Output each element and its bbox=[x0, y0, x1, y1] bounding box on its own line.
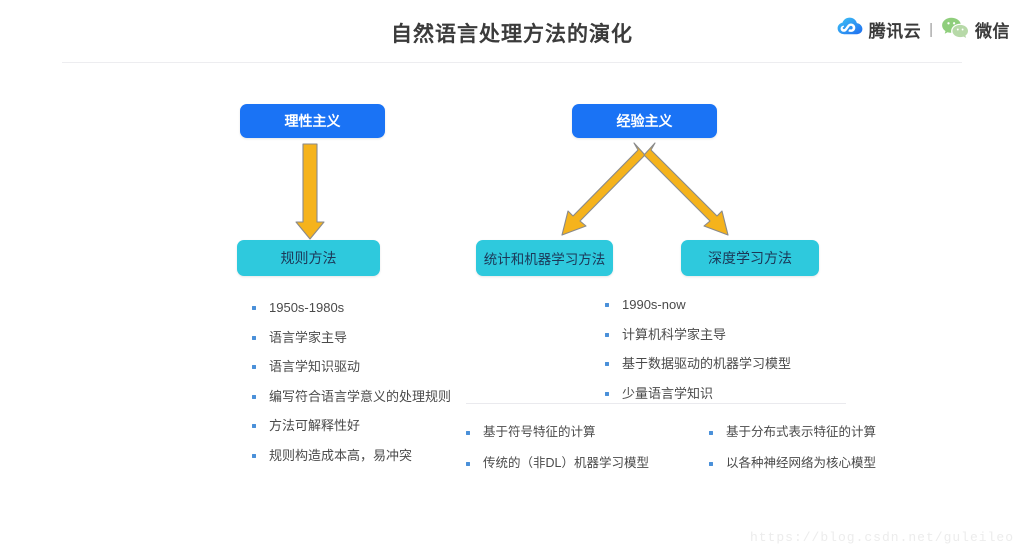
empirical-bullet-list: 1990s-now 计算机科学家主导 基于数据驱动的机器学习模型 少量语言学知识 bbox=[605, 296, 791, 414]
bullet-dot-icon bbox=[466, 462, 470, 466]
watermark: https://blog.csdn.net/guleileo bbox=[749, 530, 1014, 545]
node-deep-learning-method[interactable]: 深度学习方法 bbox=[681, 240, 819, 276]
list-item-label: 传统的（非DL）机器学习模型 bbox=[483, 456, 649, 470]
node-rationalism[interactable]: 理性主义 bbox=[240, 104, 385, 138]
tencent-cloud-label: 腾讯云 bbox=[868, 21, 922, 41]
list-item: 方法可解释性好 bbox=[252, 417, 451, 434]
sub-lists-container: 基于符号特征的计算 传统的（非DL）机器学习模型 基于分布式表示特征的计算 以各… bbox=[466, 424, 876, 486]
bullet-dot-icon bbox=[605, 303, 609, 307]
rule-method-bullet-list: 1950s-1980s 语言学家主导 语言学知识驱动 编写符合语言学意义的处理规… bbox=[252, 299, 451, 476]
bullet-dot-icon bbox=[466, 431, 470, 435]
list-item-label: 方法可解释性好 bbox=[269, 418, 361, 433]
node-empiricism[interactable]: 经验主义 bbox=[572, 104, 717, 138]
list-item-label: 语言学知识驱动 bbox=[269, 359, 361, 374]
bullet-dot-icon bbox=[252, 306, 256, 310]
wechat-label: 微信 bbox=[975, 21, 1010, 41]
list-item: 1950s-1980s bbox=[252, 299, 451, 316]
list-item-label: 1950s-1980s bbox=[269, 300, 345, 315]
bullet-dot-icon bbox=[252, 365, 256, 369]
list-item: 编写符合语言学意义的处理规则 bbox=[252, 388, 451, 405]
bullet-dot-icon bbox=[708, 431, 713, 435]
bullet-dot-icon bbox=[605, 391, 609, 396]
arrow-rationalism-to-rule-method bbox=[295, 143, 325, 240]
arrow-empiricism-to-deep-learning bbox=[643, 142, 729, 236]
node-statistical-ml-method[interactable]: 统计和机器学习方法 bbox=[476, 240, 613, 276]
bullet-dot-icon bbox=[605, 362, 609, 366]
arrow-empiricism-to-stat-ml bbox=[561, 142, 646, 236]
list-item: 规则构造成本高，易冲突 bbox=[252, 447, 451, 464]
list-item-label: 编写符合语言学意义的处理规则 bbox=[269, 388, 452, 404]
list-item-label: 基于数据驱动的机器学习模型 bbox=[622, 356, 792, 371]
list-item: 基于符号特征的计算 bbox=[466, 424, 649, 441]
wechat-icon bbox=[941, 16, 969, 43]
list-item-label: 计算机科学家主导 bbox=[622, 326, 727, 342]
stat-ml-sub-bullet-list: 基于符号特征的计算 传统的（非DL）机器学习模型 bbox=[466, 424, 649, 486]
list-item-label: 少量语言学知识 bbox=[622, 385, 714, 401]
node-rule-method[interactable]: 规则方法 bbox=[237, 240, 380, 276]
list-item: 以各种神经网络为核心模型 bbox=[708, 455, 876, 472]
bullet-dot-icon bbox=[708, 462, 713, 466]
list-item-label: 1990s-now bbox=[622, 297, 686, 312]
brand-divider: | bbox=[929, 20, 933, 38]
list-item: 基于数据驱动的机器学习模型 bbox=[605, 355, 791, 372]
bullet-dot-icon bbox=[252, 335, 256, 340]
bullet-dot-icon bbox=[252, 394, 256, 399]
bullet-dot-icon bbox=[252, 424, 256, 428]
bullet-dot-icon bbox=[252, 453, 256, 458]
list-item-label: 基于符号特征的计算 bbox=[483, 425, 596, 439]
list-item: 传统的（非DL）机器学习模型 bbox=[466, 455, 649, 472]
list-item-label: 基于分布式表示特征的计算 bbox=[725, 425, 876, 439]
deep-learning-sub-bullet-list: 基于分布式表示特征的计算 以各种神经网络为核心模型 bbox=[708, 424, 876, 486]
list-item: 少量语言学知识 bbox=[605, 385, 791, 402]
list-item: 计算机科学家主导 bbox=[605, 326, 791, 343]
list-item: 1990s-now bbox=[605, 296, 791, 313]
header-divider bbox=[62, 62, 962, 63]
tencent-cloud-icon bbox=[837, 16, 863, 43]
list-item-label: 规则构造成本高，易冲突 bbox=[269, 447, 413, 463]
list-item-label: 以各种神经网络为核心模型 bbox=[725, 456, 876, 470]
slide-header: 自然语言处理方法的演化 腾讯云 | bbox=[0, 0, 1024, 63]
list-item-label: 语言学家主导 bbox=[269, 329, 348, 345]
list-item: 基于分布式表示特征的计算 bbox=[708, 424, 876, 441]
page-title: 自然语言处理方法的演化 bbox=[391, 23, 633, 46]
brand-lockup: 腾讯云 | 微信 bbox=[837, 14, 1010, 44]
list-item: 语言学家主导 bbox=[252, 329, 451, 346]
bullet-dot-icon bbox=[605, 332, 609, 337]
section-divider bbox=[466, 403, 846, 404]
list-item: 语言学知识驱动 bbox=[252, 358, 451, 375]
